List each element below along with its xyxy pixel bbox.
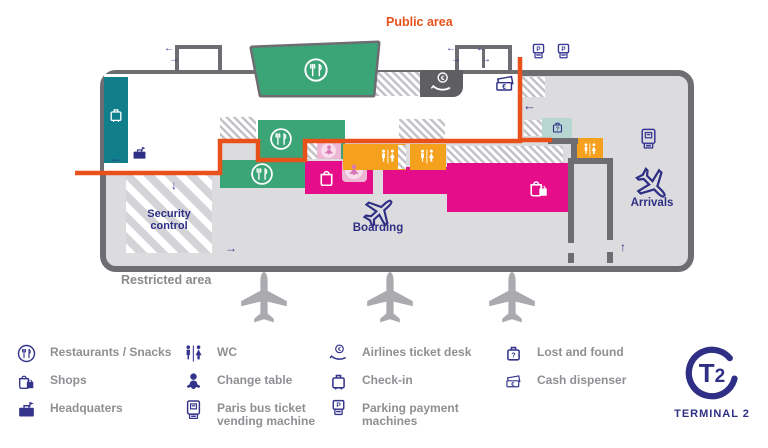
legend-item-label: Check-in (362, 373, 413, 387)
legend-item-label: Lost and found (537, 345, 624, 359)
hatched-zone (399, 119, 445, 140)
legend-item-label: Cash dispenser (537, 373, 627, 387)
legend-item-label: Shops (50, 373, 87, 387)
parking-payment-machine-icon (554, 42, 573, 64)
lost-and-found-icon (503, 343, 524, 364)
shops-area (447, 163, 568, 212)
interior-wall (568, 158, 613, 164)
headquarters-icon (16, 399, 37, 420)
legend-item-label: Parking payment machines (362, 401, 459, 428)
terminal-2-caption: TERMINAL 2 (674, 408, 750, 420)
legend-item-cash-dispenser: Cash dispenser (503, 371, 652, 392)
hatched-zone (305, 142, 317, 159)
direction-arrow: ← (110, 151, 122, 165)
door-arrow: ← (164, 43, 174, 54)
door-arrow: → (169, 54, 179, 65)
legend-item-label: Change table (217, 373, 293, 387)
boarding-label: Boarding (352, 222, 404, 234)
terminal-2-logo (683, 344, 741, 402)
hatched-zone (372, 72, 420, 96)
hatched-zone (220, 117, 256, 140)
hatched-zone (524, 120, 542, 136)
legend-item-label: Restaurants / Snacks (50, 345, 172, 359)
door-arrow: ← (446, 43, 456, 54)
legend-item-label: Paris bus ticket vending machine (217, 401, 316, 428)
change-table-icon (183, 371, 204, 392)
cash-dispenser-icon (503, 371, 524, 392)
hatched-zone (521, 77, 545, 97)
legend-item-shops: Shops (16, 371, 180, 392)
legend-item-headquarters: Headquaters (16, 399, 180, 420)
interior-wall (548, 138, 578, 144)
legend-item-airlines-ticket-desk: Airlines ticket desk (328, 343, 480, 364)
legend-item-lost-and-found: Lost and found (503, 343, 652, 364)
shops-area (383, 167, 447, 194)
arrivals-label: Arrivals (630, 197, 674, 209)
hatched-zone (398, 145, 406, 169)
wc-area (343, 144, 406, 170)
bus-ticket-machine-icon (183, 399, 204, 420)
legend-item-change-table: Change table (183, 371, 335, 392)
wc-area (577, 138, 603, 160)
direction-arrow: ↓ (171, 178, 177, 192)
lost-and-found-area (542, 118, 572, 139)
wc-icon (183, 343, 204, 364)
legend-item-label: WC (217, 345, 237, 359)
restricted-area-label: Restricted area (121, 273, 212, 287)
parking-payment-icon (328, 399, 349, 420)
interior-wall (571, 143, 577, 159)
parked-plane-icon (241, 272, 535, 323)
wc-area (410, 144, 446, 170)
public-area-label: Public area (386, 15, 453, 29)
door-arrow: → (451, 54, 461, 65)
airlines-ticket-desk-area (420, 70, 463, 97)
legend-item-check-in: Check-in (328, 371, 480, 392)
restaurant-icon (16, 343, 37, 364)
t2-circle-icon (685, 346, 739, 400)
door-divider (482, 47, 485, 68)
entrance-door (175, 45, 222, 70)
shops-icon (16, 371, 37, 392)
direction-arrow: ↑ (620, 240, 626, 254)
interior-wall (607, 164, 613, 240)
hatched-zone (447, 146, 563, 163)
legend-item-bus-ticket-machine: Paris bus ticket vending machine (183, 399, 335, 427)
security-control-zone (126, 174, 212, 253)
check-in-icon (328, 371, 349, 392)
door-arrow: → (481, 54, 491, 65)
interior-wall (607, 252, 613, 263)
airlines-ticket-desk-icon (328, 343, 349, 364)
legend-item-wc: WC (183, 343, 335, 364)
legend-item-label: Airlines ticket desk (362, 345, 472, 359)
direction-arrow: ← (523, 98, 536, 113)
direction-arrow: → (225, 241, 237, 255)
door-arrow: ← (476, 43, 486, 54)
legend-item-restaurant: Restaurants / Snacks (16, 343, 180, 364)
legend-item-label: Headquaters (50, 401, 123, 415)
change-table-circle (321, 143, 336, 158)
parking-payment-machine-icon (529, 42, 548, 64)
legend-item-parking-payment: Parking payment machines (328, 399, 480, 427)
restaurant-area-lower (220, 160, 305, 188)
security-control-label: Security control (147, 208, 191, 233)
interior-wall (568, 253, 574, 263)
interior-wall (568, 164, 574, 243)
